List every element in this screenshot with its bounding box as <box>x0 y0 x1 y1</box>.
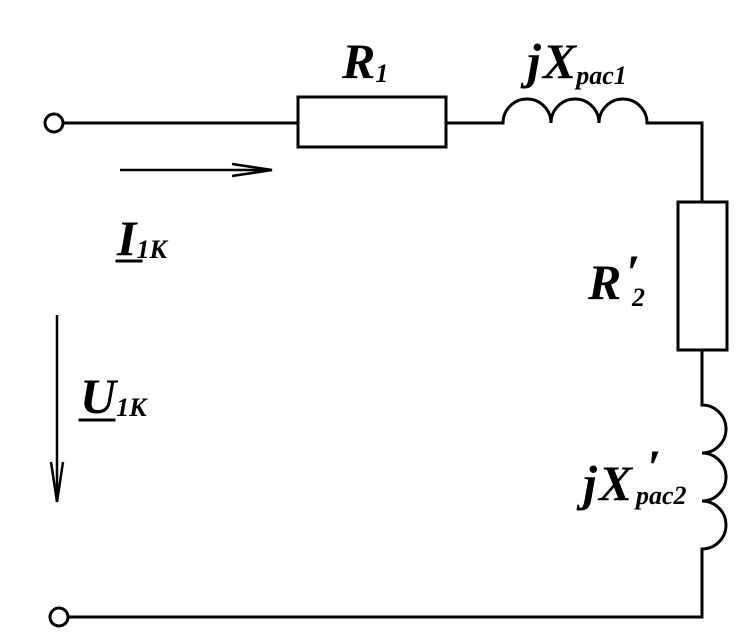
label-jx2-main: jX <box>576 455 634 511</box>
resistor-r1 <box>296 95 448 149</box>
label-r2-sub: 2 <box>631 283 645 312</box>
label-voltage: U1К <box>80 368 148 424</box>
label-jx2-sub: рас2 <box>634 481 687 510</box>
label-r2-main: R <box>587 254 621 310</box>
input-terminal-bottom <box>48 606 70 628</box>
label-jx1: jXрас1 <box>520 33 627 90</box>
label-current: I1К <box>116 210 168 266</box>
inductor-x2 <box>700 403 728 551</box>
inductor-x1 <box>501 97 649 125</box>
resistor-r2 <box>676 200 729 352</box>
label-r2-prime: ′ <box>626 244 640 300</box>
input-terminal-top <box>43 112 65 134</box>
current-arrow-head <box>231 162 273 178</box>
label-r1: R1 <box>341 33 388 89</box>
voltage-arrow-head <box>49 461 65 503</box>
label-jx2-prime: ′ <box>647 439 661 495</box>
